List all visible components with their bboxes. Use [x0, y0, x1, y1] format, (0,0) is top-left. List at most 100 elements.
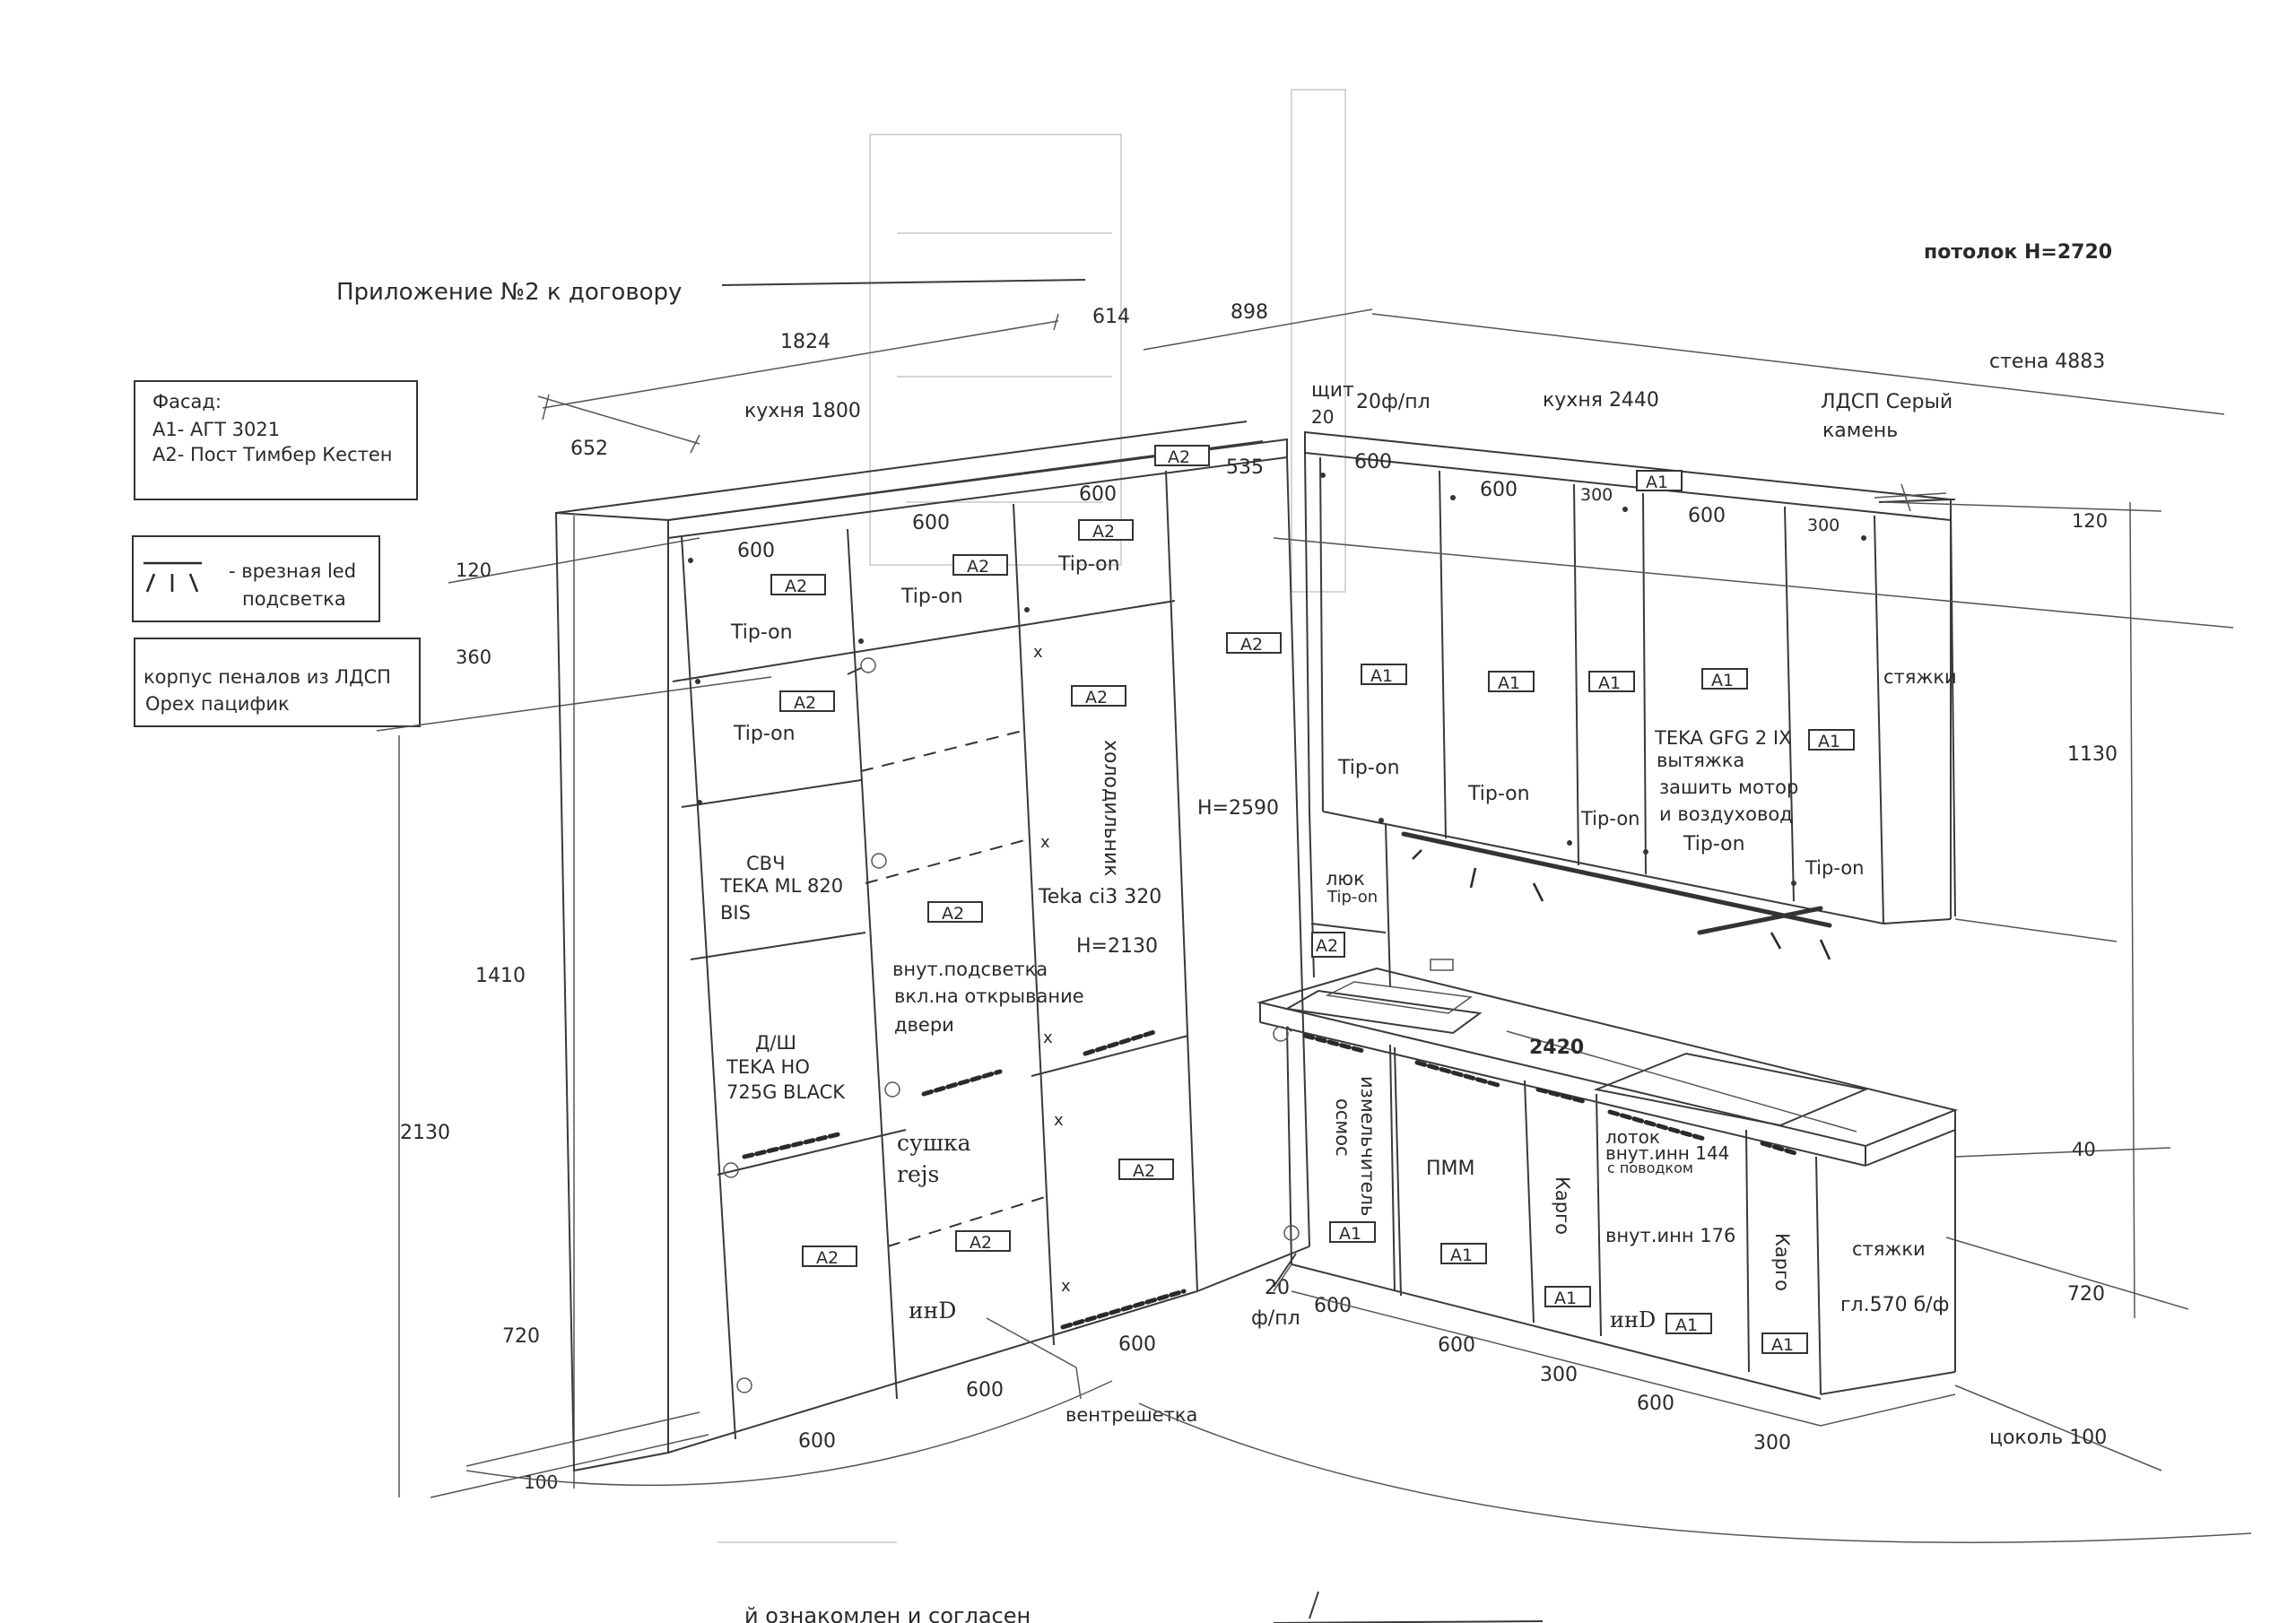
- svg-text:А1: А1: [1771, 1335, 1794, 1355]
- dim-1410: 1410: [475, 965, 526, 987]
- inner-176: внут.инн 176: [1605, 1225, 1735, 1246]
- svg-text:А1: А1: [1646, 473, 1668, 492]
- dim-652: 652: [570, 438, 608, 460]
- case-legend-text: корпус пеналов из ЛДСП: [144, 666, 391, 688]
- svg-text:А2: А2: [785, 577, 807, 596]
- document-title: Приложение №2 к договору: [336, 279, 682, 306]
- ties-label: стяжки: [1883, 666, 1957, 688]
- base-r-width-4: 600: [1637, 1393, 1674, 1415]
- plinth-label: цоколь 100: [1989, 1427, 2107, 1449]
- facade-legend-title: Фасад:: [152, 391, 222, 412]
- svg-text:А1: А1: [1450, 1245, 1473, 1265]
- ldsp-gray: ЛДСП Серый: [1821, 391, 1952, 413]
- tall-facade-labels: А2 А2 А2 А2 А2 А2 А2 А2 А2 А2 А2: [770, 445, 1282, 1268]
- dim-2130: 2130: [400, 1122, 450, 1144]
- svg-text:x: x: [1061, 1277, 1071, 1296]
- hood-model: TEKA GFG 2 IX: [1654, 727, 1791, 749]
- hood-note-2: и воздуховод: [1659, 803, 1793, 825]
- dim-20-top: 20: [1311, 406, 1334, 428]
- microwave-label: СВЧ: [746, 853, 785, 874]
- led-legend-text-2: подсветка: [242, 588, 346, 610]
- dim-614: 614: [1092, 306, 1130, 328]
- svg-text:А2: А2: [1092, 522, 1115, 542]
- inner-light-2: вкл.на открывание: [894, 985, 1084, 1007]
- dim-20-bottom: 20: [1265, 1277, 1290, 1299]
- svg-text:x: x: [1040, 833, 1050, 852]
- oven-label: Д/Ш: [755, 1032, 796, 1054]
- tall-width-3: 600: [1079, 483, 1117, 506]
- dryer-label: сушка: [897, 1130, 971, 1156]
- induction-label-left: инD: [909, 1298, 956, 1324]
- dim-720-left: 720: [502, 1325, 540, 1348]
- dim-535: 535: [1226, 456, 1264, 479]
- hatch-column: А2: [1309, 811, 1391, 987]
- fpl-label: ф/пл: [1251, 1307, 1300, 1330]
- tip-on-u4: Tip-on: [1683, 833, 1745, 855]
- tip-on-u5: Tip-on: [1805, 857, 1864, 879]
- svg-text:А1: А1: [1370, 666, 1393, 686]
- dim-20fpl: 20ф/пл: [1356, 391, 1431, 413]
- svg-text:А2: А2: [967, 557, 989, 577]
- microwave-model: TEKA ML 820: [719, 875, 843, 897]
- tall-width-2: 600: [912, 512, 950, 534]
- upper-width-5: 300: [1807, 516, 1839, 535]
- svg-text:А1: А1: [1554, 1289, 1577, 1308]
- grinder-label: измельчитель: [1357, 1076, 1378, 1216]
- facade-a2: А2- Пост Тимбер Кестен: [152, 444, 393, 465]
- case-legend-text-2: Орех пацифик: [145, 693, 290, 715]
- base-cabinets: [1257, 959, 1959, 1400]
- shield-label: щит: [1311, 379, 1354, 402]
- facade-a1: А1- АГТ 3021: [152, 419, 280, 440]
- tip-on-u2: Tip-on: [1467, 783, 1530, 805]
- oven-model: TEKA HO: [726, 1056, 810, 1078]
- tip-on-hatch: Tip-on: [1326, 888, 1378, 907]
- kitchen-1800: кухня 1800: [744, 400, 861, 422]
- fridge-height: Н=2130: [1076, 935, 1158, 958]
- wall-4883: стена 4883: [1989, 351, 2105, 373]
- upper-width-1: 600: [1354, 451, 1392, 473]
- led-legend: [132, 535, 380, 622]
- svg-text:А1: А1: [1818, 732, 1840, 751]
- microwave-model-2: BIS: [720, 902, 751, 924]
- upper-facade-labels: А1 А1 А1 А1 А1 А1: [1361, 470, 1855, 751]
- tray-leash: с поводком: [1607, 1159, 1693, 1176]
- upper-width-3: 300: [1580, 485, 1613, 505]
- base-width-2: 600: [966, 1379, 1004, 1402]
- tip-on-1: Tip-on: [730, 621, 793, 644]
- svg-text:А1: А1: [1711, 671, 1734, 690]
- countertop-2420: 2420: [1529, 1037, 1584, 1059]
- svg-text:А2: А2: [1133, 1161, 1155, 1181]
- dim-720-right: 720: [2067, 1283, 2105, 1306]
- inner-light-3: двери: [894, 1014, 954, 1036]
- hatch-label: люк: [1326, 868, 1365, 890]
- kitchen-2440: кухня 2440: [1543, 389, 1659, 412]
- depth-570: гл.570 б/ф: [1840, 1294, 1949, 1316]
- dim-1130: 1130: [2067, 743, 2118, 766]
- height-2590: Н=2590: [1197, 797, 1279, 820]
- ceiling-height: потолок Н=2720: [1924, 241, 2112, 264]
- svg-text:А2: А2: [1240, 635, 1263, 655]
- upper-width-2: 600: [1480, 479, 1518, 501]
- vent-grille: вентрешетка: [1065, 1404, 1197, 1426]
- tip-on-4: Tip-on: [733, 723, 796, 745]
- tall-width-1: 600: [737, 540, 775, 562]
- cargo-label-1: Карго: [1552, 1176, 1573, 1235]
- dim-898: 898: [1231, 301, 1268, 324]
- svg-text:А1: А1: [1498, 673, 1520, 693]
- svg-text:А2: А2: [1085, 688, 1108, 707]
- footer-text: й ознакомлен и согласен: [744, 1603, 1031, 1623]
- base-facade-labels: А1 А1 А1 А1 А1: [1329, 1221, 1808, 1355]
- dishwasher-label: ПММ: [1426, 1158, 1475, 1180]
- dim-40: 40: [2072, 1139, 2096, 1160]
- tip-on-u1: Tip-on: [1337, 757, 1400, 779]
- upper-cabinets: [1304, 430, 1956, 960]
- svg-text:А2: А2: [942, 904, 964, 924]
- tip-on-u3: Tip-on: [1580, 808, 1639, 829]
- case-legend: [134, 638, 421, 727]
- dryer-label-2: rejs: [897, 1161, 939, 1187]
- svg-text:А2: А2: [1316, 936, 1338, 956]
- fridge-label: холодильник: [1100, 740, 1122, 877]
- svg-text:А1: А1: [1339, 1224, 1361, 1244]
- tray-inner: внут.инн 144: [1605, 1142, 1729, 1164]
